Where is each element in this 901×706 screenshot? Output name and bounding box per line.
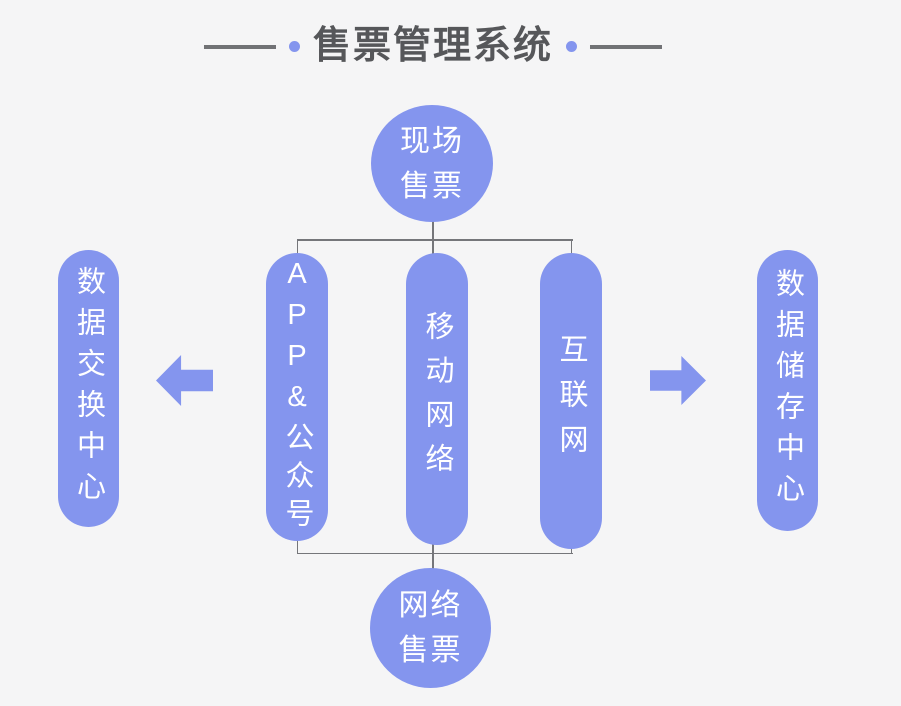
right-arrow-icon xyxy=(650,356,706,405)
data-storage-center-pill: 数据储存中心 xyxy=(757,250,818,531)
connector-bottom-circle-stem xyxy=(432,553,434,571)
connector-top-stub-middle xyxy=(432,239,434,257)
title-dot-right xyxy=(566,41,578,53)
left-arrow-icon xyxy=(156,355,213,406)
title-dot-left xyxy=(288,41,300,53)
connector-top-stub-left xyxy=(296,239,298,257)
title-dash-left xyxy=(203,44,276,49)
connector-top-circle-stem xyxy=(432,218,434,240)
channel-mobile-network-pill: 移动网络 xyxy=(406,253,468,545)
onsite-ticketing-line1: 现场 xyxy=(400,124,464,158)
page-title: 售票管理系统 xyxy=(312,25,554,67)
online-ticketing-line2: 售票 xyxy=(398,634,463,667)
data-storage-center-label: 数据储存中心 xyxy=(771,267,804,514)
connector-bottom-stub-middle xyxy=(432,536,434,554)
channel-internet-pill: 互联网 xyxy=(540,253,602,549)
channel-internet-label: 互联网 xyxy=(555,333,587,469)
connector-top-stub-right xyxy=(570,239,572,257)
data-exchange-center-pill: 数据交换中心 xyxy=(58,250,119,527)
onsite-ticketing-node: 现场 售票 xyxy=(371,105,493,222)
connector-bottom-stub-left xyxy=(296,536,298,554)
online-ticketing-node: 网络 售票 xyxy=(370,568,491,688)
connector-bottom-horizontal xyxy=(296,552,573,554)
channel-app-public-account-pill: APP&公众号 xyxy=(266,253,328,541)
channel-mobile-network-label: 移动网络 xyxy=(421,311,453,487)
data-exchange-center-label: 数据交换中心 xyxy=(72,265,105,512)
connector-top-horizontal xyxy=(296,239,573,241)
diagram-header: 售票管理系统 xyxy=(203,25,663,68)
channel-app-public-account-label: APP&公众号 xyxy=(281,258,313,536)
online-ticketing-line1: 网络 xyxy=(398,589,463,622)
onsite-ticketing-line2: 售票 xyxy=(400,169,464,203)
title-dash-right xyxy=(590,44,663,49)
